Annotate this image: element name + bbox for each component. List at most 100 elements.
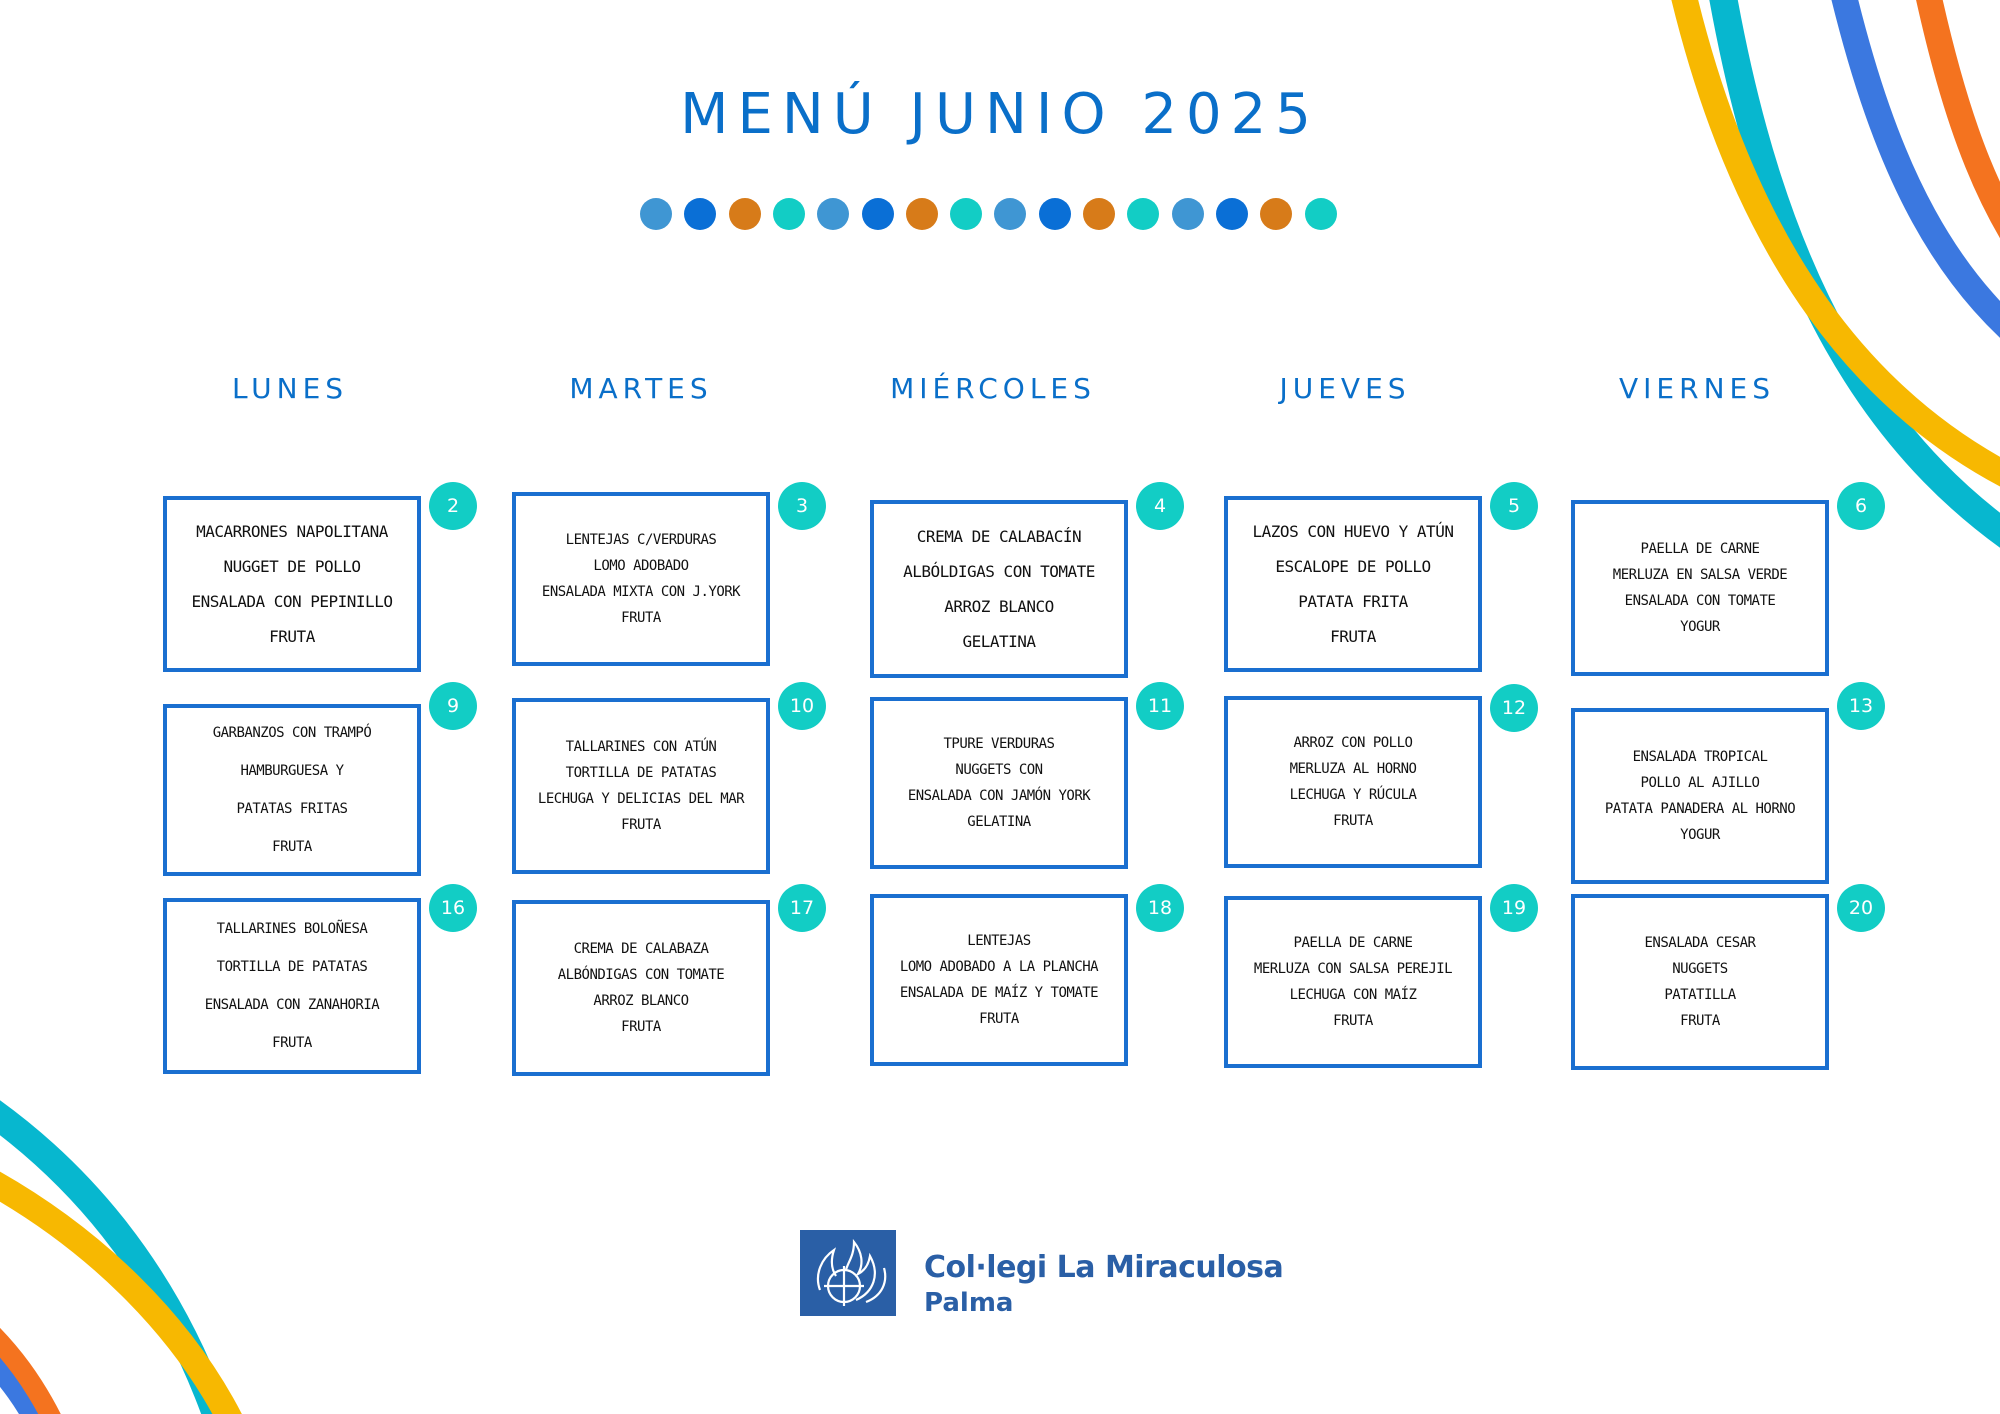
dish-line: FRUTA: [1333, 813, 1373, 829]
dish-line: LOMO ADOBADO A LA PLANCHA: [899, 959, 1099, 975]
menu-cell: LENTEJAS C/VERDURAS LOMO ADOBADO ENSALADA …: [512, 492, 770, 666]
dish-line: HAMBURGUESA Y: [240, 763, 344, 779]
dish-line: GARBANZOS CON TRAMPÓ: [212, 725, 372, 741]
dish-line: LAZOS CON HUEVO Y ATÚN: [1252, 522, 1454, 541]
dish-line: FRUTA: [621, 610, 661, 626]
ribbon-bottom-left-blue: [0, 1353, 45, 1414]
dish-line: FRUTA: [979, 1011, 1019, 1027]
date-badge: 13: [1837, 682, 1885, 730]
page-title: MENÚ JUNIO 2025: [680, 82, 1320, 147]
menu-cell: TALLARINES BOLOÑESA TORTILLA DE PATATAS EN…: [163, 898, 421, 1074]
menu-cell: PAELLA DE CARNE MERLUZA CON SALSA PEREJIL…: [1224, 896, 1482, 1068]
decorative-dot: [1304, 198, 1337, 230]
ribbon-bottom-left-yellow: [0, 1171, 242, 1414]
dish-line: LENTEJAS: [967, 933, 1031, 949]
miraculosa-flame-logo-icon: [800, 1230, 896, 1316]
date-badge: 5: [1490, 482, 1538, 530]
dish-line: ALBÓLDIGAS CON TOMATE: [903, 562, 1095, 581]
decorative-dots: [0, 198, 2000, 232]
dish-line: PATATILLA: [1664, 987, 1736, 1003]
dish-line: GELATINA: [962, 632, 1036, 651]
ribbon-top-right-blue: [1831, 0, 2000, 338]
dish-line: FRUTA: [1680, 1013, 1720, 1029]
dish-line: MERLUZA EN SALSA VERDE: [1612, 567, 1788, 583]
dish-line: ARROZ CON POLLO: [1293, 735, 1413, 751]
decorative-dot: [728, 198, 761, 230]
dish-line: ENSALADA CON ZANAHORIA: [204, 997, 380, 1013]
dish-line: ENSALADA MIXTA CON J.YORK: [541, 584, 741, 600]
dish-line: FRUTA: [272, 839, 312, 855]
dish-line: LOMO ADOBADO: [593, 558, 689, 574]
date-badge: 11: [1136, 682, 1184, 730]
date-badge: 12: [1490, 684, 1538, 732]
dish-line: YOGUR: [1680, 827, 1720, 843]
date-badge: 4: [1136, 482, 1184, 530]
date-badge: 16: [429, 884, 477, 932]
dish-line: ENSALADA CON TOMATE: [1624, 593, 1776, 609]
dish-line: ENSALADA CESAR: [1644, 935, 1756, 951]
dish-line: NUGGETS: [1672, 961, 1728, 977]
date-badge: 18: [1136, 884, 1184, 932]
dish-line: MERLUZA CON SALSA PEREJIL: [1253, 961, 1453, 977]
decorative-dot: [772, 198, 805, 230]
date-badge: 19: [1490, 884, 1538, 932]
dish-line: TALLARINES BOLOÑESA: [216, 921, 368, 937]
dish-line: ENSALADA CON JAMÓN YORK: [907, 788, 1091, 804]
day-header-3: JUEVES: [1279, 372, 1411, 405]
dish-line: PATATAS FRITAS: [236, 801, 348, 817]
menu-cell: ENSALADA CESAR NUGGETS PATATILLA FRUTA: [1571, 894, 1829, 1070]
day-header-1: MARTES: [569, 372, 713, 405]
date-badge: 9: [429, 682, 477, 730]
date-badge: 17: [778, 884, 826, 932]
dish-line: ARROZ BLANCO: [593, 993, 689, 1009]
dish-line: NUGGET DE POLLO: [223, 557, 362, 576]
dish-line: ENSALADA CON PEPINILLO: [191, 592, 393, 611]
dish-line: GELATINA: [967, 814, 1031, 830]
dish-line: TPURE VERDURAS: [943, 736, 1055, 752]
dish-line: NUGGETS CON: [955, 762, 1043, 778]
menu-cell: ARROZ CON POLLO MERLUZA AL HORNO LECHUGA Y…: [1224, 696, 1482, 868]
dish-line: ENSALADA DE MAÍZ Y TOMATE: [899, 985, 1099, 1001]
menu-cell: TPURE VERDURAS NUGGETS CON ENSALADA CON JA…: [870, 697, 1128, 869]
dish-line: TORTILLA DE PATATAS: [216, 959, 368, 975]
dish-line: FRUTA: [621, 1019, 661, 1035]
dish-line: LECHUGA Y RÚCULA: [1289, 787, 1417, 803]
decorative-dot: [1215, 198, 1248, 230]
day-header-2: MIÉRCOLES: [890, 372, 1096, 405]
decorative-dot: [1260, 198, 1293, 230]
menu-cell: GARBANZOS CON TRAMPÓ HAMBURGUESA Y PATATAS…: [163, 704, 421, 876]
school-name: Col·legi La Miraculosa: [924, 1250, 1284, 1285]
date-badge: 20: [1837, 884, 1885, 932]
dish-line: LECHUGA CON MAÍZ: [1289, 987, 1417, 1003]
ribbon-top-right-yellow: [1671, 0, 2000, 487]
decorative-dot: [684, 198, 717, 230]
decorative-dot: [1083, 198, 1115, 230]
dish-line: POLLO AL AJILLO: [1640, 775, 1760, 791]
dish-line: MERLUZA AL HORNO: [1289, 761, 1417, 777]
decorative-dot: [861, 198, 894, 230]
dish-line: CREMA DE CALABACÍN: [916, 527, 1082, 546]
decorative-dot: [1038, 198, 1071, 230]
decorative-dot: [1171, 198, 1204, 230]
dish-line: LECHUGA Y DELICIAS DEL MAR: [537, 791, 745, 807]
ribbon-bottom-left-orange: [0, 1327, 61, 1414]
decorative-dot: [640, 198, 672, 230]
decorative-dot: [1127, 198, 1160, 230]
dish-line: ALBÓNDIGAS CON TOMATE: [557, 967, 725, 983]
dish-line: LENTEJAS C/VERDURAS: [565, 532, 717, 548]
dish-line: FRUTA: [621, 817, 661, 833]
day-header-4: VIERNES: [1619, 372, 1775, 405]
decorative-dot: [994, 198, 1027, 230]
dish-line: TORTILLA DE PATATAS: [565, 765, 717, 781]
dish-line: PAELLA DE CARNE: [1640, 541, 1760, 557]
dish-line: ESCALOPE DE POLLO: [1275, 557, 1431, 576]
dish-line: ENSALADA TROPICAL: [1632, 749, 1768, 765]
dish-line: PAELLA DE CARNE: [1293, 935, 1413, 951]
dish-line: YOGUR: [1680, 619, 1720, 635]
dish-line: FRUTA: [1330, 627, 1376, 646]
